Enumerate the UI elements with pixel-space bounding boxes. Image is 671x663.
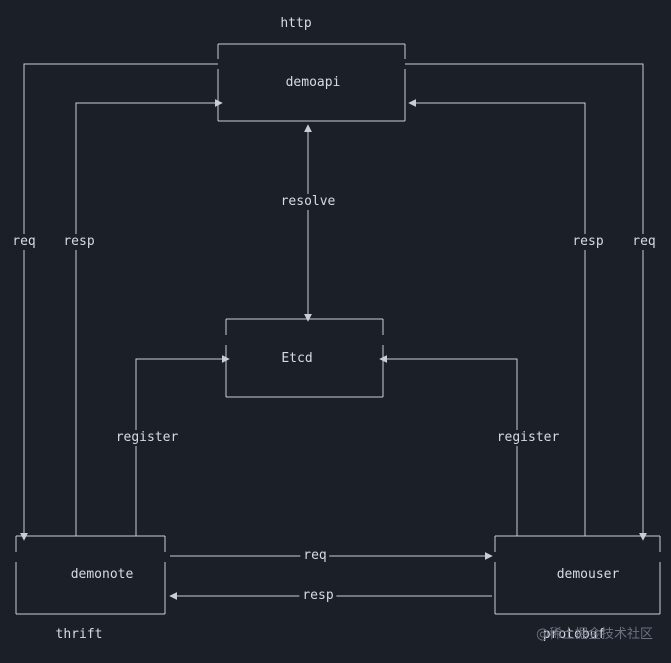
register-right-edge-label: register xyxy=(493,430,563,446)
http-protocol-label: http xyxy=(280,16,312,31)
register-left-edge-label: register xyxy=(112,430,182,446)
req-right-edge-label: req xyxy=(629,234,659,250)
protobuf-protocol-label: protobuf xyxy=(542,627,606,642)
watermark: @稀土掘金技术社区 xyxy=(535,627,653,642)
req-left-edge-label: req xyxy=(9,234,39,250)
resp-left-arrow xyxy=(75,99,223,536)
req-middle-edge-label: req xyxy=(300,548,330,564)
thrift-protocol-label: thrift xyxy=(55,627,103,642)
req-right-arrow xyxy=(405,63,647,541)
resp-right-edge-label: resp xyxy=(569,234,607,250)
register-left-arrow xyxy=(135,355,230,536)
req-left-arrow xyxy=(20,63,218,541)
demouser-box xyxy=(494,535,661,615)
demoapi-box xyxy=(217,43,406,122)
demoapi-node-label: demoapi xyxy=(285,75,341,90)
demonote-box xyxy=(15,535,166,615)
etcd-node-label: Etcd xyxy=(281,351,313,366)
register-right-arrow xyxy=(379,355,518,536)
demonote-node-label: demonote xyxy=(70,567,134,582)
resp-middle-edge-label: resp xyxy=(299,588,337,604)
resp-left-edge-label: resp xyxy=(60,234,98,250)
resp-right-arrow xyxy=(408,99,586,536)
resolve-edge-label: resolve xyxy=(277,194,339,210)
demouser-node-label: demouser xyxy=(556,567,620,582)
